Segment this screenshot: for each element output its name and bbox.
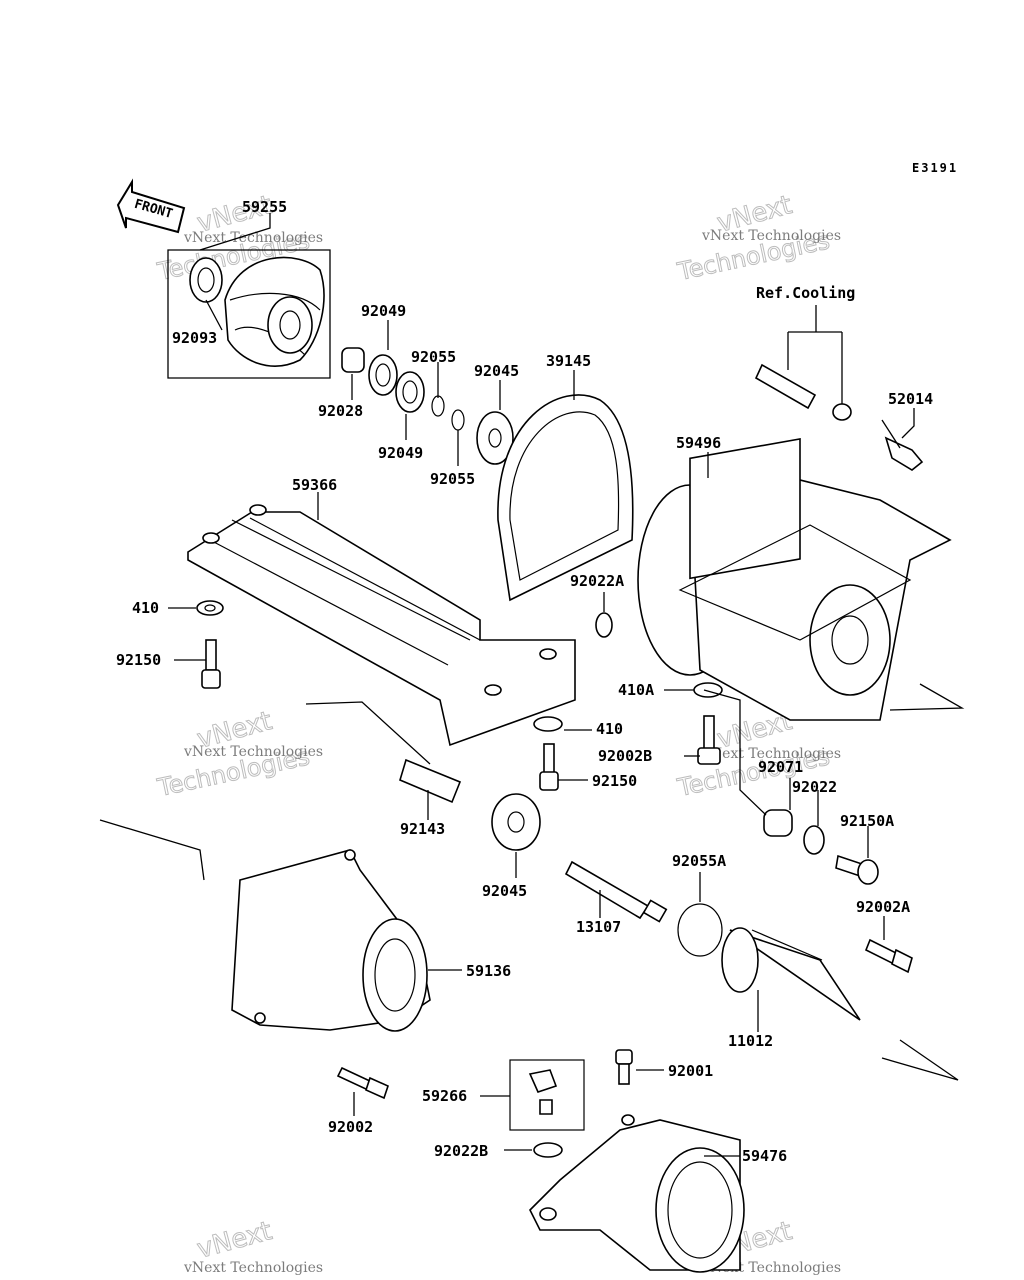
axis-line [99,819,205,881]
part-label: 92071 [758,758,803,776]
bearing-92045-lower [491,793,541,851]
watermark-vnext: vNext [194,1216,275,1265]
shaft-13107 [564,860,668,923]
bolt-92150a [835,854,879,885]
leader-line [305,701,431,765]
part-label: 59136 [466,962,511,980]
bolt-92150-center [539,743,559,791]
part-label: 92150 [116,651,161,669]
o-ring-92055a [677,903,723,957]
cover-plate [497,394,634,602]
watermark-text: vNext Technologies [701,746,841,762]
cooling-hose: Ref.Cooling [754,284,924,471]
housing-59136 [231,849,431,1032]
part-label: 92002 [328,1118,373,1136]
part-label: 92022B [434,1142,488,1160]
cone-11012 [721,927,861,1021]
watermark-text: vNext Technologies [183,230,323,246]
part-label: 92055A [672,852,726,870]
part-label: 410 [596,720,623,738]
part-label: 92022A [570,572,624,590]
washer-92022 [803,825,825,855]
washer-410 [533,716,563,732]
sleeve-92143 [399,758,462,804]
part-label: 59366 [292,476,337,494]
watermark-text: vNext Technologies [701,228,841,244]
part-label: 92093 [172,329,217,347]
pump-case [637,437,952,721]
part-label: 92150 [592,772,637,790]
axis-line [881,1039,959,1081]
ref-cooling-label: Ref.Cooling [756,284,855,302]
axis-line [889,683,965,711]
bolt-92002a [864,938,913,974]
frame-bracket [187,504,576,747]
part-label: 92150A [840,812,894,830]
part-label: 11012 [728,1032,773,1050]
impeller-assembly [167,249,331,379]
part-label: 13107 [576,918,621,936]
part-labels: 59255 92093 92049 92055 92045 39145 9202… [116,198,933,1165]
part-label: 39145 [546,352,591,370]
washer-92022b [533,1142,563,1158]
part-label: 92002B [598,747,652,765]
part-label: 92055 [411,348,456,366]
watermark-text: vNext Technologies [183,744,323,760]
cushion-92071 [763,809,793,837]
fitting-box-59266 [509,1059,585,1131]
bolt-92002b [697,715,721,765]
washer-left [196,600,224,616]
front-arrow-icon: FRONT [116,178,186,234]
bolt-92150-left [201,639,221,689]
washer-410a [693,682,723,698]
part-label: 92028 [318,402,363,420]
leader-lines [168,213,915,1157]
bearing-stack [341,347,514,465]
nozzle-59476 [529,1114,745,1273]
part-label: 92055 [430,470,475,488]
bolt-92002 [336,1066,389,1100]
part-label: 59255 [242,198,287,216]
part-label: 92045 [474,362,519,380]
part-label: 59496 [676,434,721,452]
part-label: 92143 [400,820,445,838]
part-label: 59476 [742,1147,787,1165]
watermark-text: vNext Technologies [183,1260,323,1276]
part-label: 410 [132,599,159,617]
part-label: 92049 [378,444,423,462]
washer-92022a [595,612,613,638]
part-label: 92002A [856,898,910,916]
part-label: 92022 [792,778,837,796]
part-label: 52014 [888,390,933,408]
part-label: 92049 [361,302,406,320]
bolt-92001 [615,1049,633,1085]
part-label: 59266 [422,1087,467,1105]
part-label: 92001 [668,1062,713,1080]
part-label: 92045 [482,882,527,900]
diagram-code: E3191 [912,161,958,175]
part-label: 410A [618,681,654,699]
